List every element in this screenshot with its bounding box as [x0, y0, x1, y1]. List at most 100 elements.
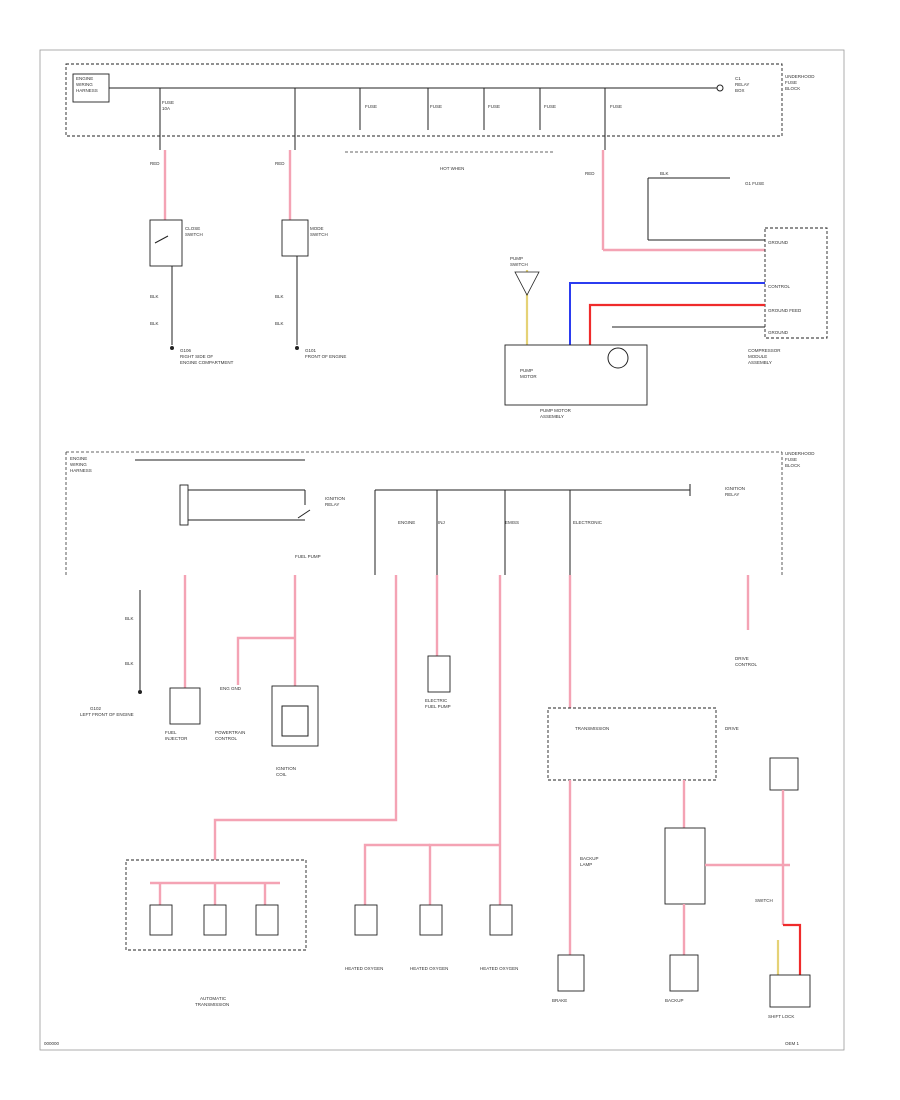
svg-text:COMPRESSOR: COMPRESSOR: [748, 348, 781, 353]
svg-text:IGNITION: IGNITION: [725, 486, 745, 491]
svg-text:BRAKE: BRAKE: [552, 998, 567, 1003]
svg-text:ELECTRIC: ELECTRIC: [425, 698, 448, 703]
svg-text:DRIVE: DRIVE: [735, 656, 749, 661]
svg-text:RED: RED: [275, 161, 285, 166]
svg-text:C1: C1: [735, 76, 741, 81]
svg-text:ASSEMBLY: ASSEMBLY: [748, 360, 772, 365]
svg-text:10A: 10A: [162, 106, 170, 111]
svg-text:G101: G101: [305, 348, 317, 353]
svg-text:PUMP MOTOR: PUMP MOTOR: [540, 408, 572, 413]
svg-text:GROUND FEED: GROUND FEED: [768, 308, 802, 313]
svg-text:IGNITION: IGNITION: [276, 766, 296, 771]
svg-text:CONTROL: CONTROL: [215, 736, 237, 741]
svg-text:RED: RED: [585, 171, 595, 176]
svg-text:BACKUP: BACKUP: [665, 998, 684, 1003]
svg-text:SWITCH: SWITCH: [310, 232, 328, 237]
svg-text:FUSE: FUSE: [610, 104, 622, 109]
svg-text:SHIFT LOCK: SHIFT LOCK: [768, 1014, 794, 1019]
svg-text:FUSE: FUSE: [430, 104, 442, 109]
svg-text:BLK: BLK: [125, 616, 134, 621]
svg-text:HEATED OXYGEN: HEATED OXYGEN: [345, 966, 383, 971]
svg-text:ENGINE: ENGINE: [76, 76, 93, 81]
svg-text:BLK: BLK: [275, 294, 284, 299]
svg-text:MODULE: MODULE: [748, 354, 767, 359]
svg-text:HOT WHEN: HOT WHEN: [440, 166, 464, 171]
svg-text:ASSEMBLY: ASSEMBLY: [540, 414, 564, 419]
svg-text:CONTROL: CONTROL: [768, 284, 790, 289]
svg-text:RELAY: RELAY: [735, 82, 749, 87]
svg-text:HARNESS: HARNESS: [70, 468, 92, 473]
top-fuse-block: ENGINE WIRING HARNESS C1 RELAY BOX UNDER…: [65, 63, 815, 171]
svg-text:POWERTRAIN: POWERTRAIN: [215, 730, 245, 735]
svg-text:INJECTOR: INJECTOR: [165, 736, 188, 741]
svg-text:ENGINE: ENGINE: [70, 456, 87, 461]
svg-text:PUMP: PUMP: [520, 368, 533, 373]
svg-text:MODE: MODE: [310, 226, 324, 231]
svg-text:FRONT OF ENGINE: FRONT OF ENGINE: [305, 354, 346, 359]
bottom-components: AUTOMATIC TRANSMISSION HEATED OXYGEN HEA…: [125, 859, 811, 1019]
svg-text:BLK: BLK: [150, 321, 159, 326]
svg-text:ENGINE COMPARTMENT: ENGINE COMPARTMENT: [180, 360, 234, 365]
svg-text:UNDERHOOD: UNDERHOOD: [785, 74, 815, 79]
svg-text:LEFT FRONT OF ENGINE: LEFT FRONT OF ENGINE: [80, 712, 134, 717]
page-ref: OEM 1: [785, 1041, 800, 1046]
svg-text:COIL: COIL: [276, 772, 287, 777]
svg-text:ENGINE: ENGINE: [398, 520, 415, 525]
svg-text:BLOCK: BLOCK: [785, 463, 800, 468]
svg-text:PUMP: PUMP: [510, 256, 523, 261]
svg-text:WIRING: WIRING: [70, 462, 87, 467]
svg-text:HEATED OXYGEN: HEATED OXYGEN: [480, 966, 518, 971]
svg-text:BLOCK: BLOCK: [785, 86, 800, 91]
svg-text:RELAY: RELAY: [325, 502, 339, 507]
svg-text:G1 FUSE: G1 FUSE: [745, 181, 764, 186]
svg-text:AUTOMATIC: AUTOMATIC: [200, 996, 227, 1001]
svg-text:CONTROL: CONTROL: [735, 662, 757, 667]
bottom-fuse-block: ENGINE WIRING HARNESS UNDERHOOD FUSE BLO…: [65, 451, 815, 575]
svg-text:WIRING: WIRING: [76, 82, 93, 87]
svg-text:INJ: INJ: [438, 520, 445, 525]
svg-text:RELAY: RELAY: [725, 492, 739, 497]
svg-text:GROUND: GROUND: [768, 330, 789, 335]
svg-text:ELECTRONIC: ELECTRONIC: [573, 520, 603, 525]
svg-text:SWITCH: SWITCH: [185, 232, 203, 237]
svg-text:SWITCH: SWITCH: [755, 898, 773, 903]
svg-text:DRIVE: DRIVE: [725, 726, 739, 731]
svg-text:BLK: BLK: [660, 171, 669, 176]
diagram-frame: [39, 49, 845, 1051]
svg-text:FUSE: FUSE: [785, 457, 797, 462]
svg-text:EMISS: EMISS: [505, 520, 519, 525]
svg-text:TRANSMISSION: TRANSMISSION: [575, 726, 609, 731]
svg-text:BLK: BLK: [125, 661, 134, 666]
svg-text:FUEL: FUEL: [165, 730, 177, 735]
svg-text:CLOSE: CLOSE: [185, 226, 200, 231]
svg-text:BACKUP: BACKUP: [580, 856, 599, 861]
top-left-circuits: RED RED CLOSE SWITCH MODE SWITCH BLK BLK…: [149, 150, 346, 365]
svg-text:FUEL PUMP: FUEL PUMP: [425, 704, 451, 709]
svg-text:FUEL PUMP: FUEL PUMP: [295, 554, 321, 559]
bottom-circuits: BLK BLK G102 LEFT FRONT OF ENGINE FUEL I…: [80, 575, 802, 975]
svg-text:UNDERHOOD: UNDERHOOD: [785, 451, 815, 456]
svg-text:ENG GND: ENG GND: [220, 686, 242, 691]
svg-text:BOX: BOX: [735, 88, 745, 93]
svg-text:BLK: BLK: [275, 321, 284, 326]
svg-text:FUSE: FUSE: [544, 104, 556, 109]
svg-text:HEATED OXYGEN: HEATED OXYGEN: [410, 966, 448, 971]
svg-text:BLK: BLK: [150, 294, 159, 299]
footer-code: 000000: [44, 1041, 60, 1046]
svg-text:FUSE: FUSE: [488, 104, 500, 109]
svg-text:GROUND: GROUND: [768, 240, 789, 245]
svg-text:FUSE: FUSE: [162, 100, 174, 105]
svg-text:RIGHT SIDE OF: RIGHT SIDE OF: [180, 354, 213, 359]
svg-text:FUSE: FUSE: [785, 80, 797, 85]
svg-text:FUSE: FUSE: [365, 104, 377, 109]
svg-text:RED: RED: [150, 161, 160, 166]
svg-text:LAMP: LAMP: [580, 862, 592, 867]
svg-text:MOTOR: MOTOR: [520, 374, 537, 379]
top-right-circuits: RED BLK G1 FUSE GROUND CONTROL GROUND FE…: [504, 150, 828, 419]
svg-text:IGNITION: IGNITION: [325, 496, 345, 501]
svg-text:SWITCH: SWITCH: [510, 262, 528, 267]
svg-text:HARNESS: HARNESS: [76, 88, 98, 93]
svg-text:G106: G106: [180, 348, 192, 353]
svg-text:TRANSMISSION: TRANSMISSION: [195, 1002, 229, 1007]
